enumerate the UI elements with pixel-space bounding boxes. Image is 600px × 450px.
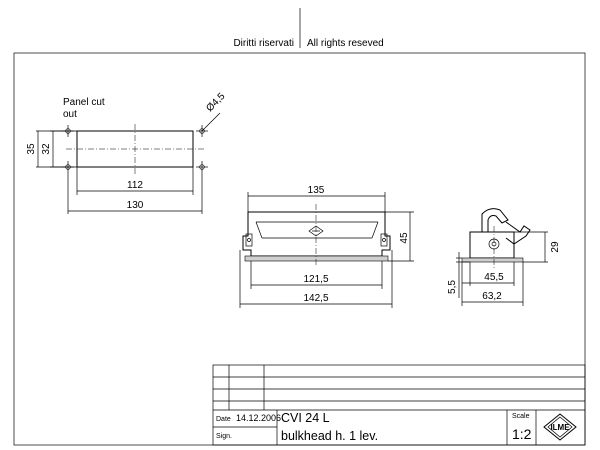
front-view: 135 45 121,5 142,5 — [239, 185, 414, 308]
side-height-dim: 29 — [550, 241, 561, 253]
base-gasket — [244, 255, 389, 262]
header: Diritti riservati All rights reseved — [233, 8, 384, 49]
front-logo-mark — [308, 225, 324, 237]
inner-height-dim: 32 — [41, 143, 52, 155]
ilme-logo: ILME — [543, 413, 577, 441]
date-value: 14.12.2006 — [236, 413, 281, 423]
inner-width-dim: 112 — [127, 180, 143, 191]
inner-depth-dim: 45,5 — [484, 272, 504, 283]
panel-cutout-view: Panel cut out Ø4,5 35 32 — [26, 91, 228, 214]
date-label: Date — [216, 416, 231, 423]
scale-value: 1:2 — [512, 426, 532, 442]
overall-depth-dim: 63,2 — [482, 291, 502, 302]
lever-arm — [505, 221, 531, 245]
mount-width-dim: 121,5 — [303, 274, 328, 285]
panel-cutout-label-line1: Panel cut — [63, 97, 105, 108]
base-offset-dim: 5,5 — [447, 280, 458, 294]
hole-diameter-leader — [201, 112, 221, 132]
rights-italian: Diritti riservati — [233, 38, 294, 49]
side-base-flange — [461, 257, 524, 263]
overall-width-dim: 135 — [308, 185, 325, 196]
base-width-dim: 142,5 — [303, 293, 328, 304]
logo-text: ILME — [550, 423, 570, 432]
part-code: CVI 24 L — [281, 411, 330, 425]
outer-width-dim: 130 — [127, 200, 144, 211]
lever-hook — [481, 208, 509, 232]
sign-label: Sign. — [216, 433, 232, 440]
housing-outline — [242, 211, 391, 257]
panel-cutout-label-line2: out — [63, 109, 77, 120]
drawing-frame — [13, 52, 586, 446]
part-description: bulkhead h. 1 lev. — [281, 429, 378, 443]
height-dim: 45 — [399, 232, 410, 244]
title-block: Date 14.12.2006 Sign. CVI 24 L bulkhead … — [212, 364, 586, 446]
hole-diameter-dim: Ø4,5 — [204, 91, 227, 114]
rights-english: All rights reseved — [307, 38, 384, 49]
side-view: 29 5,5 45,5 63,2 — [447, 208, 561, 306]
outer-height-dim: 35 — [26, 143, 37, 155]
scale-label: Scale — [512, 413, 530, 420]
